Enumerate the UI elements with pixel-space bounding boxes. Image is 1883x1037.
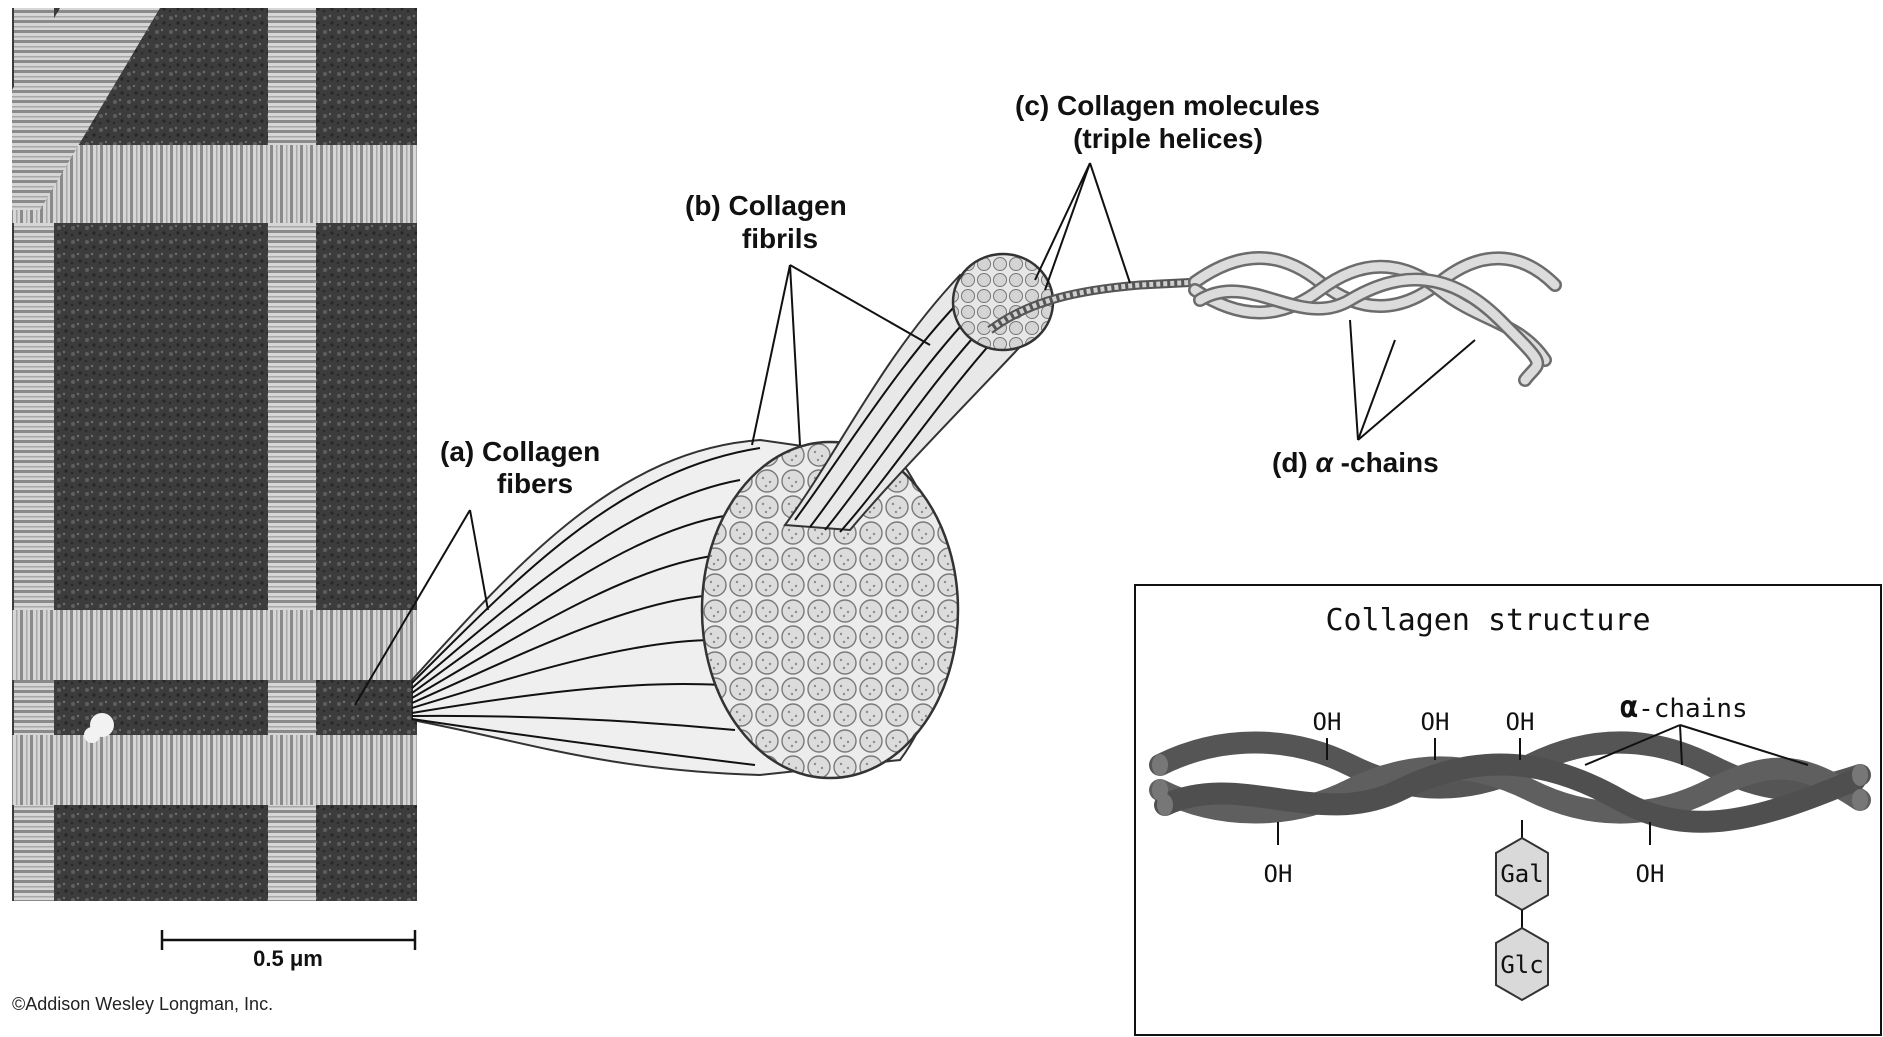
micrograph-panel	[12, 8, 417, 901]
micrograph-fiber-lower-1	[12, 610, 417, 680]
triple-helix	[1195, 258, 1555, 380]
inset-oh-top-3: OH	[1506, 708, 1535, 736]
label-alpha-chains-text: (d) α -chains	[1272, 447, 1439, 478]
scale-bar-label: 0.5 μm	[253, 946, 323, 971]
label-alpha-prefix: (d)	[1272, 447, 1316, 478]
label-fibrils-line2: fibrils	[742, 223, 818, 254]
scale-bar: 0.5 μm	[162, 930, 415, 971]
inset-sugar-gal: Gal	[1500, 860, 1543, 888]
label-fibers-line1: (a) Collagen	[440, 436, 600, 467]
leader-alpha-chains	[1350, 320, 1475, 440]
copyright-notice: ©Addison Wesley Longman, Inc.	[12, 994, 273, 1014]
inset-oh-top-1: OH	[1313, 708, 1342, 736]
inset-alpha-suffix: -chains	[1638, 694, 1748, 724]
leader-molecules	[1035, 163, 1130, 290]
label-fibers-line2: fibers	[497, 468, 573, 499]
label-molecules-line1: (c) Collagen molecules	[1015, 90, 1320, 121]
micrograph-fiber-lower-2	[12, 735, 417, 805]
inset-title: Collagen structure	[1325, 603, 1650, 638]
inset-oh-top-2: OH	[1421, 708, 1450, 736]
inset-alpha-symbol: α	[1620, 690, 1638, 725]
inset-alpha-chains-label: α-chains	[1620, 690, 1748, 725]
micrograph-fiber-top	[12, 145, 417, 223]
inset-sugar-glc: Glc	[1500, 951, 1543, 979]
label-alpha-chains: (d) α -chains	[1272, 320, 1475, 478]
inset-collagen-structure: Collagen structure OH OH OH OH OH α-chai…	[1135, 585, 1881, 1035]
label-alpha-symbol: α	[1316, 447, 1335, 478]
label-fibrils-line1: (b) Collagen	[685, 190, 847, 221]
label-molecules-line2: (triple helices)	[1073, 123, 1263, 154]
inset-oh-bottom-1: OH	[1264, 860, 1293, 888]
label-alpha-suffix: -chains	[1333, 447, 1439, 478]
inset-oh-bottom-2: OH	[1636, 860, 1665, 888]
